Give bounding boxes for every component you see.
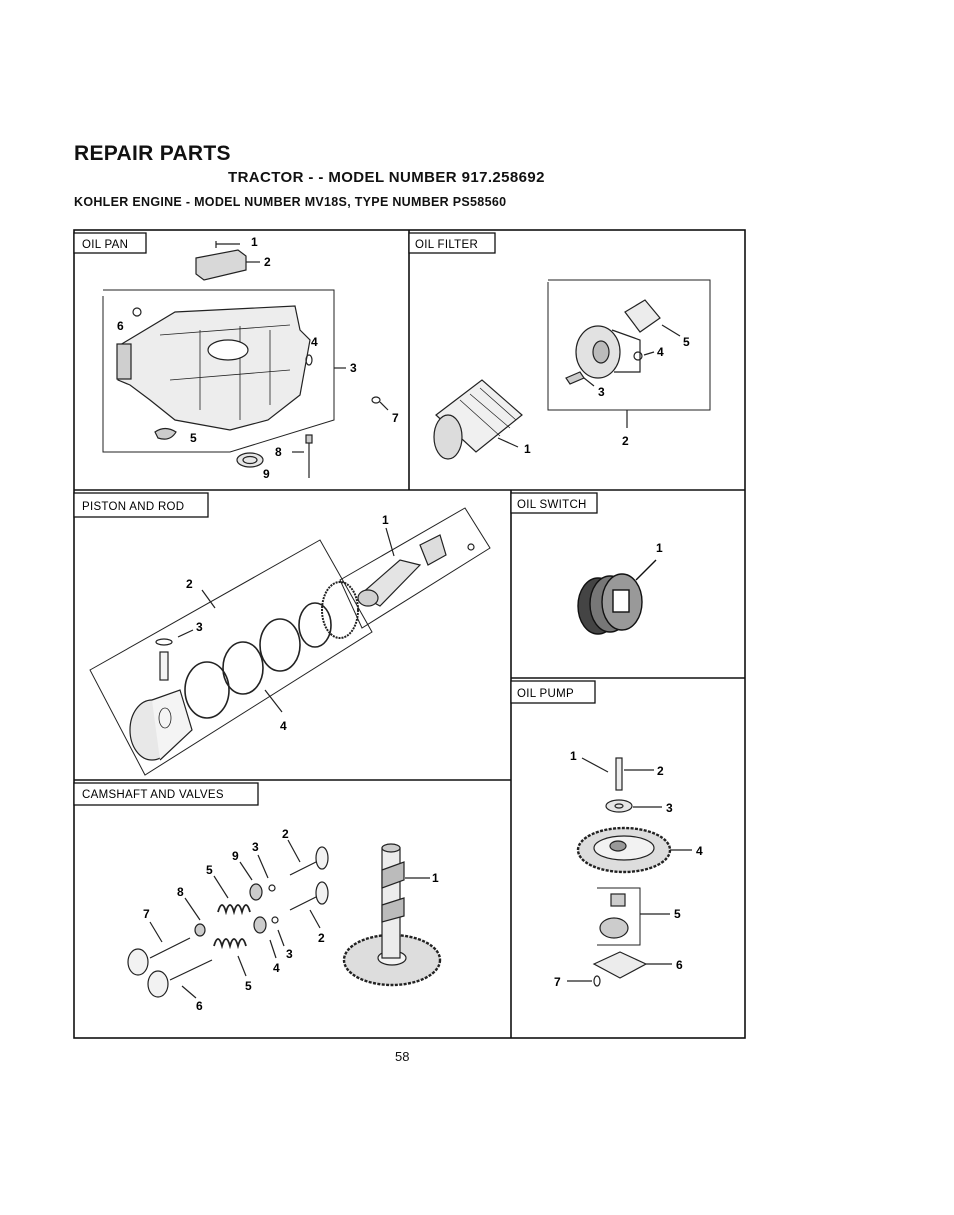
oil-filter-callout-5: 5 xyxy=(683,335,690,349)
oil-filter-callout-1: 1 xyxy=(524,442,531,456)
section-oil-pump: OIL PUMP xyxy=(517,688,574,700)
oil-pump-callout-2: 2 xyxy=(657,764,664,778)
oil-pan-callout-8: 8 xyxy=(275,445,282,459)
camshaft-callout-3b: 3 xyxy=(286,947,293,961)
camshaft-callout-5b: 5 xyxy=(245,979,252,993)
tractor-model: TRACTOR - - MODEL NUMBER 917.258692 xyxy=(228,169,545,186)
oil-filter-callout-3: 3 xyxy=(598,385,605,399)
oil-pump-drawing xyxy=(567,757,692,987)
oil-pump-callout-5: 5 xyxy=(674,907,681,921)
section-oil-pan: OIL PAN xyxy=(82,239,128,251)
engine-model: KOHLER ENGINE - MODEL NUMBER MV18S, TYPE… xyxy=(74,195,507,209)
oil-pan-callout-6: 6 xyxy=(117,319,124,333)
oil-pan-callout-7: 7 xyxy=(392,411,399,425)
page-title: REPAIR PARTS xyxy=(74,142,231,165)
camshaft-callout-7: 7 xyxy=(143,907,150,921)
camshaft-callout-2a: 2 xyxy=(282,827,289,841)
camshaft-callout-5a: 5 xyxy=(206,863,213,877)
oil-pan-drawing xyxy=(102,241,389,478)
camshaft-callout-9: 9 xyxy=(232,849,239,863)
piston-callout-4: 4 xyxy=(280,719,287,733)
oil-switch-callout-1: 1 xyxy=(656,541,663,555)
oil-filter-callout-2: 2 xyxy=(622,434,629,448)
camshaft-callout-4: 4 xyxy=(273,961,280,975)
oil-filter-callout-4: 4 xyxy=(657,345,664,359)
oil-pump-callout-3: 3 xyxy=(666,801,673,815)
section-oil-switch: OIL SWITCH xyxy=(517,499,587,511)
section-camshaft: CAMSHAFT AND VALVES xyxy=(82,789,224,801)
oil-pump-callout-1: 1 xyxy=(570,749,577,763)
oil-filter-drawing xyxy=(433,279,711,460)
section-piston-rod: PISTON AND ROD xyxy=(82,501,184,513)
section-oil-filter: OIL FILTER xyxy=(415,239,478,251)
piston-rod-drawing xyxy=(89,507,491,776)
camshaft-callout-8: 8 xyxy=(177,885,184,899)
piston-callout-2: 2 xyxy=(186,577,193,591)
piston-callout-1: 1 xyxy=(382,513,389,527)
oil-pan-callout-3: 3 xyxy=(350,361,357,375)
camshaft-callout-6: 6 xyxy=(196,999,203,1013)
camshaft-drawing xyxy=(127,839,442,999)
oil-pan-callout-5: 5 xyxy=(190,431,197,445)
page-number: 58 xyxy=(395,1049,410,1064)
piston-callout-3: 3 xyxy=(196,620,203,634)
camshaft-callout-2b: 2 xyxy=(318,931,325,945)
oil-pan-callout-1: 1 xyxy=(251,235,258,249)
oil-pump-callout-6: 6 xyxy=(676,958,683,972)
oil-switch-drawing xyxy=(577,559,657,635)
oil-pan-callout-2: 2 xyxy=(264,255,271,269)
oil-pan-callout-4: 4 xyxy=(311,335,318,349)
oil-pump-callout-4: 4 xyxy=(696,844,703,858)
camshaft-callout-1: 1 xyxy=(432,871,439,885)
camshaft-callout-3a: 3 xyxy=(252,840,259,854)
oil-pump-callout-7: 7 xyxy=(554,975,561,989)
oil-pan-callout-9: 9 xyxy=(263,467,270,481)
